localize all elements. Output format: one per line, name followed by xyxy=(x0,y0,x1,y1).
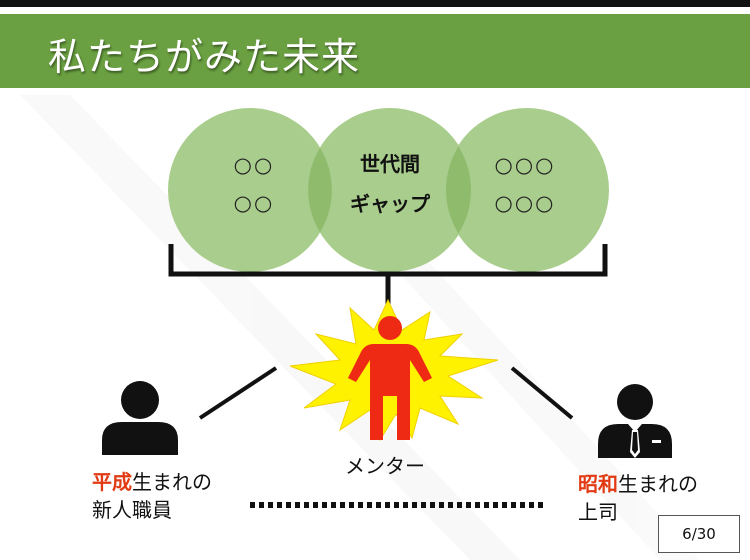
venn-right-line1: ○○○ xyxy=(494,153,556,177)
slide-title: 私たちがみた未来 xyxy=(48,35,361,79)
venn-right-line2: ○○○ xyxy=(494,191,556,215)
new-staff-line2: 新人職員 xyxy=(92,498,172,522)
venn-center-line2: ギャップ xyxy=(350,192,430,216)
venn-circle-left xyxy=(168,108,332,272)
background-stripes xyxy=(20,95,700,560)
new-staff-label: 平成生まれの 新人職員 xyxy=(92,468,212,524)
venn-overlap-right xyxy=(446,146,471,234)
boss-era: 昭和 xyxy=(578,472,618,496)
top-border-line xyxy=(0,0,750,7)
bracket xyxy=(168,244,608,304)
venn-center-label: 世代間 ギャップ xyxy=(330,144,450,224)
page-number: 6/30 xyxy=(658,515,740,553)
title-bar: 私たちがみた未来 xyxy=(0,14,750,88)
venn-overlap-left xyxy=(308,147,332,233)
venn-diagram xyxy=(168,108,609,272)
new-staff-rest: 生まれの xyxy=(132,470,212,494)
venn-left-line2: ○○ xyxy=(233,191,275,215)
venn-center-line1: 世代間 xyxy=(360,152,420,176)
mentor-figure-icon xyxy=(348,316,432,440)
venn-circle-right xyxy=(445,108,609,272)
boss-line1: 昭和生まれの xyxy=(578,470,698,498)
connector-line-left xyxy=(198,366,278,420)
venn-right-label: ○○○ ○○○ xyxy=(470,146,580,222)
venn-left-label: ○○ ○○ xyxy=(214,146,294,222)
boss-rest: 生まれの xyxy=(618,472,698,496)
person-icon xyxy=(102,381,178,455)
new-staff-era: 平成 xyxy=(92,470,132,494)
businessman-icon xyxy=(598,384,672,458)
boss-label: 昭和生まれの 上司 xyxy=(578,470,698,526)
boss-line2: 上司 xyxy=(578,500,618,524)
new-staff-line1: 平成生まれの xyxy=(92,468,212,496)
connector-line-right xyxy=(510,366,574,420)
venn-left-line1: ○○ xyxy=(233,153,275,177)
venn-circle-center xyxy=(308,108,472,272)
mentor-label: メンター xyxy=(345,454,425,478)
